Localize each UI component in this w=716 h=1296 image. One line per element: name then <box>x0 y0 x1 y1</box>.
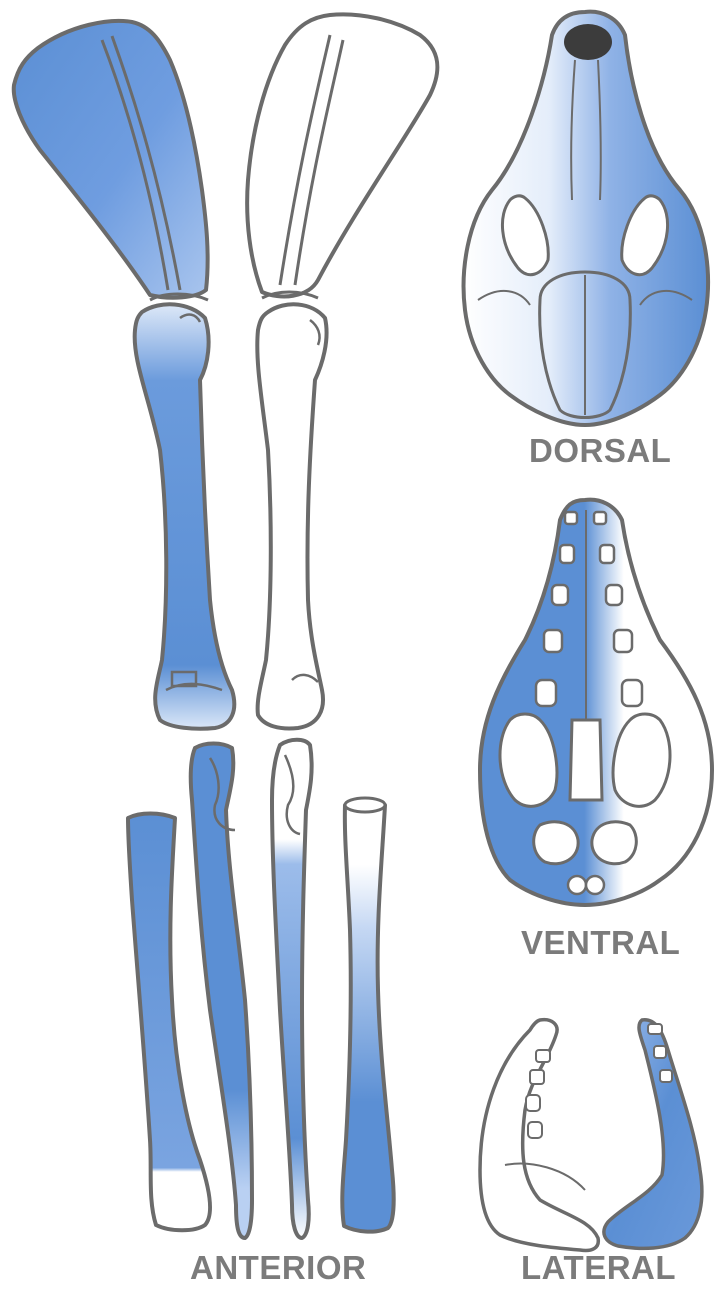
humerus-unshaded <box>257 304 326 728</box>
humerus-shaded <box>135 304 235 728</box>
label-anterior: ANTERIOR <box>190 1251 366 1284</box>
ulna-unshaded <box>272 740 312 1238</box>
label-dorsal: DORSAL <box>529 434 671 467</box>
label-ventral: VENTRAL <box>521 926 680 959</box>
scapula-shaded <box>14 21 208 298</box>
mandible-right-shaded <box>604 1020 702 1249</box>
skull-ventral <box>480 500 712 905</box>
skull-dorsal <box>464 12 708 425</box>
label-lateral: LATERAL <box>521 1251 676 1284</box>
radius-unshaded-shaded-distal <box>342 798 393 1232</box>
mandible-left-unshaded <box>480 1020 598 1251</box>
scapula-unshaded <box>247 14 437 296</box>
